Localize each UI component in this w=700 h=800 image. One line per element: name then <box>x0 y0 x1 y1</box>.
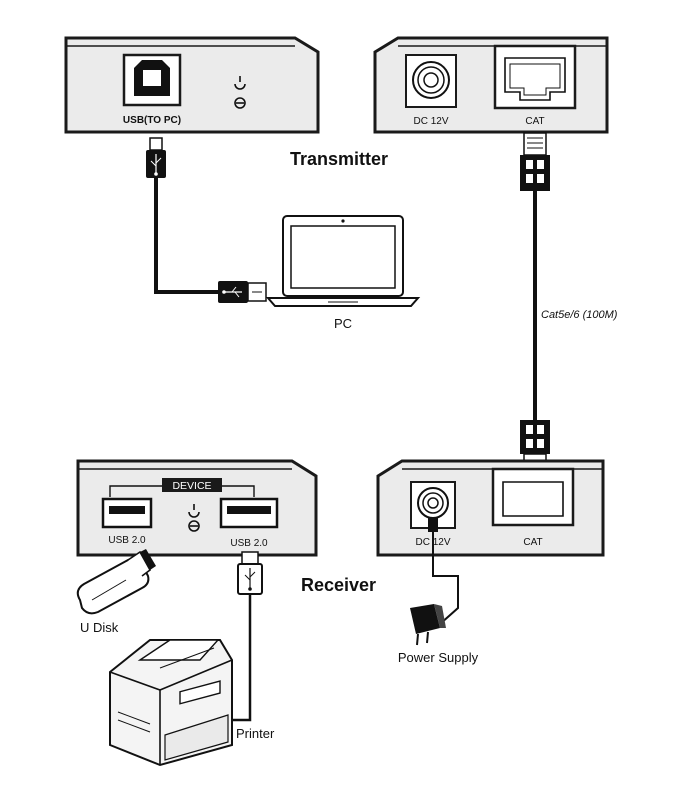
power-supply-label: Power Supply <box>398 650 479 665</box>
printer-icon <box>109 639 233 767</box>
pc-label: PC <box>334 316 352 331</box>
receiver-device-unit: DEVICE USB 2.0 USB 2.0 <box>76 459 318 557</box>
usb-flash-drive-icon <box>76 549 156 615</box>
usb-symbol-icon <box>222 286 242 298</box>
transmitter-dc-label: DC 12V <box>413 116 448 127</box>
power-adapter-icon <box>410 604 446 646</box>
rj45-port-icon <box>493 44 577 110</box>
transmitter-usb-unit: USB(TO PC) <box>64 36 320 134</box>
usb-left-label: USB 2.0 <box>108 535 146 546</box>
cable-label: Cat5e/6 (100M) <box>541 309 618 321</box>
usb-a-port-icon <box>101 497 153 529</box>
led-indicator-icon <box>188 520 200 532</box>
printer-usb-cable <box>233 551 263 722</box>
udisk-label: U Disk <box>80 620 119 635</box>
rj45-port-icon <box>491 467 575 527</box>
transmitter-title: Transmitter <box>290 149 388 169</box>
cat-cable <box>520 132 550 483</box>
usb-to-pc-label: USB(TO PC) <box>123 115 181 126</box>
usb-b-port-icon <box>122 53 182 107</box>
power-cable <box>428 518 459 625</box>
printer-label: Printer <box>236 726 275 741</box>
receiver-cat-unit: DC 12V CAT <box>376 459 605 557</box>
usb-a-port-icon <box>219 497 279 529</box>
receiver-title: Receiver <box>301 575 376 595</box>
dc-jack-icon <box>405 54 457 108</box>
led-indicator-icon <box>234 97 246 109</box>
usb-right-label: USB 2.0 <box>230 538 268 549</box>
transmitter-cat-label: CAT <box>525 116 544 127</box>
device-label: DEVICE <box>172 480 211 492</box>
usb-cable <box>146 137 267 303</box>
usb-symbol-icon <box>244 568 256 591</box>
receiver-cat-label: CAT <box>523 537 542 548</box>
power-icon <box>234 76 246 90</box>
laptop-icon <box>265 215 421 307</box>
usb-symbol-icon <box>150 154 162 176</box>
power-icon <box>188 504 200 518</box>
transmitter-cat-unit: DC 12V CAT <box>373 36 609 134</box>
